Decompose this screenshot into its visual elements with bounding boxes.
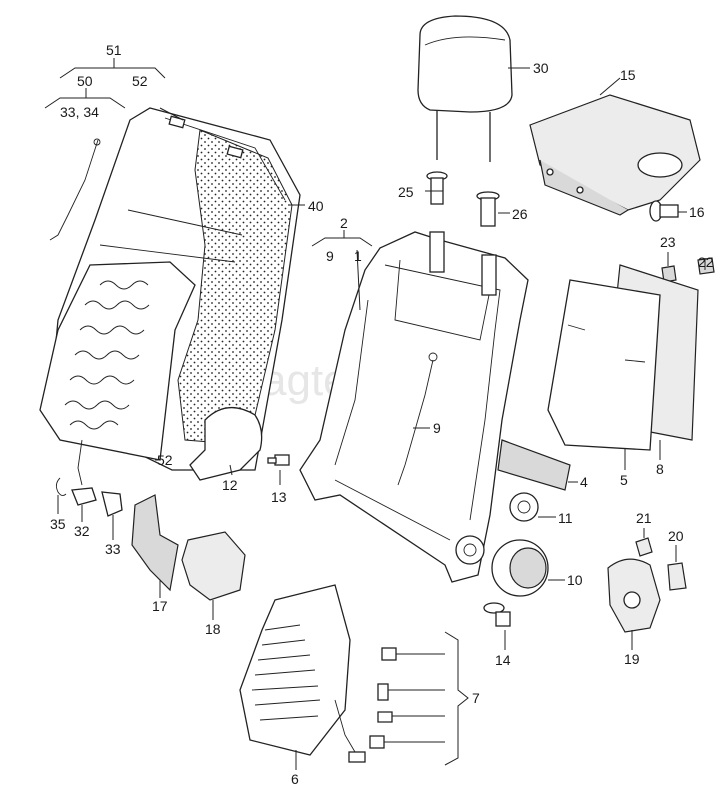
bolt-14 (483, 602, 511, 627)
back-panel-15 (529, 94, 701, 216)
label-17: 17 (152, 598, 168, 614)
label-4: 4 (580, 474, 588, 490)
leader-lines (44, 58, 706, 770)
label-52-top: 52 (132, 73, 148, 89)
label-51: 51 (106, 42, 122, 58)
headrest (417, 15, 513, 162)
label-16: 16 (689, 204, 705, 220)
label-40: 40 (308, 198, 324, 214)
recline-knob-10 (491, 539, 549, 597)
screw-13 (267, 454, 290, 466)
headrest-guide-25 (426, 171, 448, 205)
label-33: 33 (105, 541, 121, 557)
side-trim-17 (131, 494, 179, 592)
label-26: 26 (512, 206, 528, 222)
backrest-frame (299, 231, 529, 583)
nut-23 (661, 265, 677, 283)
label-52: 52 (157, 452, 173, 468)
label-12: 12 (222, 477, 238, 493)
clip-33 (101, 491, 123, 517)
label-1: 1 (354, 248, 362, 264)
label-23: 23 (660, 234, 676, 250)
part-labels: 51 50 52 33, 34 30 15 40 25 26 16 2 9 1 … (50, 42, 714, 787)
label-13: 13 (271, 489, 287, 505)
cable-9 (397, 359, 434, 486)
cap-20 (667, 562, 687, 591)
label-14: 14 (495, 652, 511, 668)
bolt-16 (649, 200, 679, 222)
retaining-wire (49, 139, 99, 241)
clip-32 (71, 487, 97, 506)
label-11: 11 (558, 510, 573, 526)
label-18: 18 (205, 621, 221, 637)
clip-35 (55, 477, 67, 497)
label-19: 19 (624, 651, 640, 667)
label-22: 22 (698, 254, 714, 270)
label-6: 6 (291, 771, 299, 787)
strip-4 (497, 439, 571, 491)
label-5: 5 (620, 472, 628, 488)
panel-5 (547, 279, 661, 451)
label-30: 30 (533, 60, 549, 76)
backrest-pad (39, 261, 196, 486)
label-21: 21 (636, 510, 652, 526)
label-20: 20 (668, 528, 684, 544)
label-9: 9 (433, 420, 441, 436)
label-25: 25 (398, 184, 414, 200)
label-33-34: 33, 34 (60, 104, 99, 120)
label-50: 50 (77, 73, 93, 89)
pad-18 (181, 531, 246, 601)
label-10: 10 (567, 572, 583, 588)
label-35: 35 (50, 516, 66, 532)
label-8: 8 (656, 461, 664, 477)
lumbar-support-6 (239, 584, 366, 763)
nut-22 (697, 257, 715, 275)
clip-21 (635, 537, 653, 557)
label-7: 7 (472, 690, 480, 706)
adjuster-gear-11 (509, 492, 539, 522)
fasteners-7 (369, 647, 397, 749)
bracket-12 (189, 407, 263, 481)
label-9-top: 9 (326, 248, 334, 264)
label-32: 32 (74, 523, 90, 539)
headrest-guide-26 (476, 191, 500, 227)
label-15: 15 (620, 67, 636, 83)
label-2: 2 (340, 215, 348, 231)
